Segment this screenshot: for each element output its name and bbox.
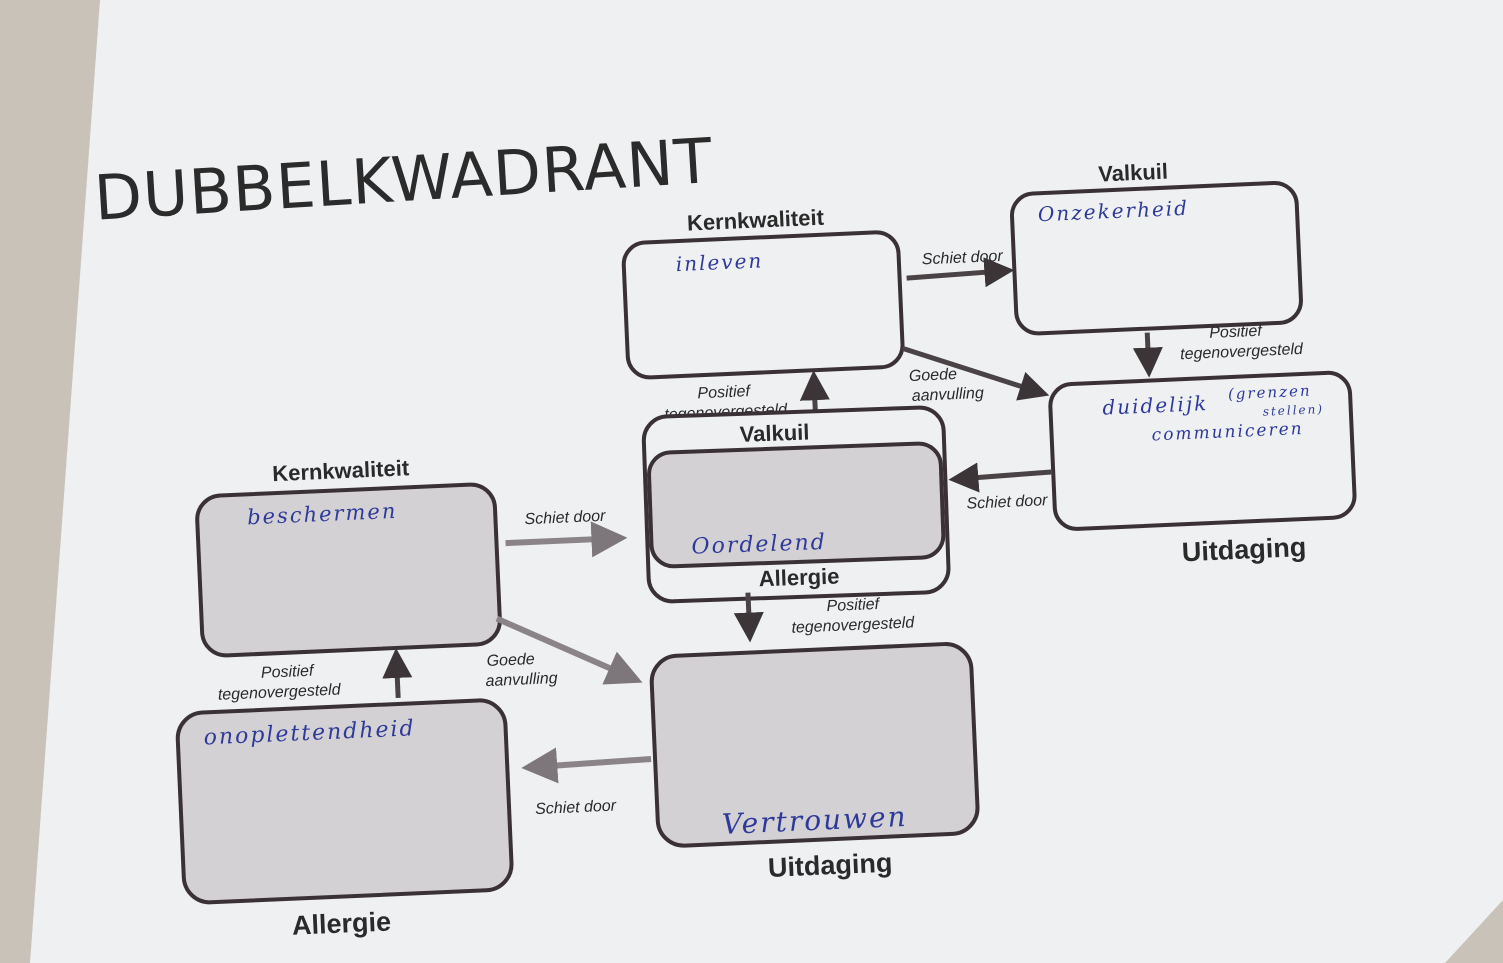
q2-goede-aanvulling-1: Goede [486, 651, 535, 670]
q1-positief-2a: Positief [697, 383, 752, 402]
q1-uitdaging-value-aside2: stellen) [1262, 402, 1324, 419]
q2-schiet-door-bottom: Schiet door [535, 798, 617, 819]
q1-kernkwaliteit-label: Kernkwaliteit [686, 205, 825, 236]
q2-allergie-label: Allergie [291, 906, 391, 940]
q2-positief-1a: Positief [826, 596, 881, 615]
q1-valkuil-label: Valkuil [1098, 159, 1169, 187]
q1-schiet-door-right: Schiet door [966, 492, 1048, 513]
q1-kernkwaliteit-value: inleven [675, 248, 763, 276]
q2-arrow-positief-left [382, 647, 413, 699]
q1-positief-1a: Positief [1209, 323, 1264, 342]
q1-arrow-positief-right [1132, 332, 1163, 378]
q1-uitdaging-label: Uitdaging [1181, 532, 1307, 567]
q2-valkuil-label: Valkuil [739, 419, 810, 446]
q2-positief-1b: tegenovergesteld [791, 614, 915, 636]
q1-goede-aanvulling-1: Goede [909, 366, 958, 385]
q2-allergie-box [175, 698, 514, 905]
q1-allergie-label: Allergie [758, 564, 840, 592]
q2-kernkwaliteit-box [195, 482, 502, 658]
q2-positief-2a: Positief [261, 663, 316, 682]
q2-schiet-door-top: Schiet door [524, 508, 606, 529]
q2-uitdaging-value: Vertrouwen [721, 800, 908, 841]
q2-positief-2b: tegenovergesteld [218, 681, 342, 703]
q2-arrow-schiet-door-top [505, 521, 628, 558]
q1-allergie-value: Oordelend [691, 530, 827, 560]
q2-arrow-schiet-door-bottom [521, 747, 652, 784]
q2-uitdaging-label: Uitdaging [767, 848, 893, 883]
center-overlap: Valkuil Oordelend Allergie [641, 405, 951, 604]
q2-kernkwaliteit-label: Kernkwaliteit [272, 455, 411, 486]
q1-arrow-goede-aanvulling [901, 345, 1050, 401]
q1-goede-aanvulling-2: aanvulling [911, 385, 984, 405]
quadrant-2: Kernkwaliteit beschermen Schiet door Pos… [175, 455, 980, 941]
q1-uitdaging-value-line1: duidelijk [1102, 391, 1209, 420]
q2-arrow-goede-aanvulling [495, 615, 643, 685]
q1-arrow-schiet-door-right [948, 462, 1052, 493]
q1-allergie-box [647, 441, 946, 569]
q2-uitdaging-box [649, 642, 980, 848]
q1-valkuil-box [1010, 180, 1303, 336]
q1-schiet-door-top: Schiet door [921, 248, 1003, 269]
q1-kernkwaliteit-box [621, 230, 905, 380]
q1-arrow-schiet-door-top [906, 257, 1015, 288]
q2-arrow-positief-right [733, 592, 764, 643]
q1-positief-1b: tegenovergesteld [1180, 341, 1304, 363]
q1-uitdaging-value-aside1: (grenzen [1228, 382, 1312, 404]
quadrant-1: Kernkwaliteit inleven Schiet door Valkui… [621, 159, 1357, 567]
q1-uitdaging-box [1048, 370, 1357, 531]
q2-goede-aanvulling-2: aanvulling [485, 670, 558, 690]
